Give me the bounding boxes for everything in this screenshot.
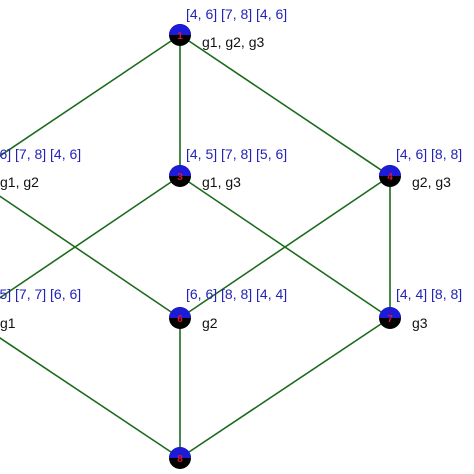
node-interval-label: [6, 6] [8, 8] [4, 4] <box>186 286 287 302</box>
node-4-top-half <box>379 165 401 176</box>
node-7-top-half <box>379 307 401 318</box>
node-8-top-half <box>169 447 191 458</box>
node-1-top-half <box>169 24 191 35</box>
node-7[interactable]: 7 [4, 4] [8, 8] g3 <box>379 286 462 331</box>
node-3[interactable]: 3[4, 5] [7, 8] [5, 6] g1, g3 <box>169 146 287 190</box>
node-6-top-half <box>169 307 191 318</box>
node-groups-label: g2 <box>202 315 218 331</box>
node-groups-label: g1, g2, g3 <box>202 34 264 50</box>
edge-1-2 <box>0 34 181 157</box>
node-groups-label: g1, g3 <box>202 174 241 190</box>
node-1[interactable]: 1[4, 6] [7, 8] [4, 6] g1, g2, g3 <box>169 6 287 50</box>
node-groups-label: g1 <box>0 315 16 331</box>
edge-7-8 <box>179 317 391 459</box>
nodes-layer: 1[4, 6] [7, 8] [4, 6]g1, g2, g32[4, 6] [… <box>0 6 462 469</box>
node-3-top-half <box>169 165 191 176</box>
node-number: 3 <box>177 172 183 183</box>
node-number: 7 <box>387 314 393 325</box>
node-interval-label: [4, 6] [7, 8] [4, 6] <box>186 6 287 22</box>
node-6[interactable]: 6 [6, 6] [8, 8] [4, 4] g2 <box>169 286 287 331</box>
node-interval-label: [4, 4] [8, 8] <box>396 286 462 302</box>
edge-4-6 <box>179 175 391 319</box>
node-number: 8 <box>177 454 183 465</box>
node-groups-label: g1, g2 <box>0 174 39 190</box>
edge-5-8 <box>0 337 181 459</box>
node-groups-label: g3 <box>412 315 428 331</box>
node-groups-label: g2, g3 <box>412 174 451 190</box>
node-number: 4 <box>387 172 393 183</box>
node-8[interactable]: 8 <box>169 447 191 469</box>
node-number: 6 <box>177 314 183 325</box>
node-interval-label: [4, 5] [7, 8] [5, 6] <box>186 146 287 162</box>
node-interval-label: [4, 5] [7, 7] [6, 6] <box>0 286 81 302</box>
node-interval-label: [4, 6] [7, 8] [4, 6] <box>0 146 81 162</box>
edges-layer <box>0 34 391 459</box>
node-number: 1 <box>177 31 183 42</box>
node-interval-label: [4, 6] [8, 8] <box>396 146 462 162</box>
node-2[interactable]: 2[4, 6] [7, 8] [4, 6]g1, g2 <box>0 146 81 190</box>
edge-1-4 <box>179 34 391 177</box>
edge-3-5 <box>0 175 181 299</box>
node-5[interactable]: 5[4, 5] [7, 7] [6, 6]g1 <box>0 286 81 331</box>
node-4[interactable]: 4[4, 6] [8, 8] g2, g3 <box>379 146 462 190</box>
